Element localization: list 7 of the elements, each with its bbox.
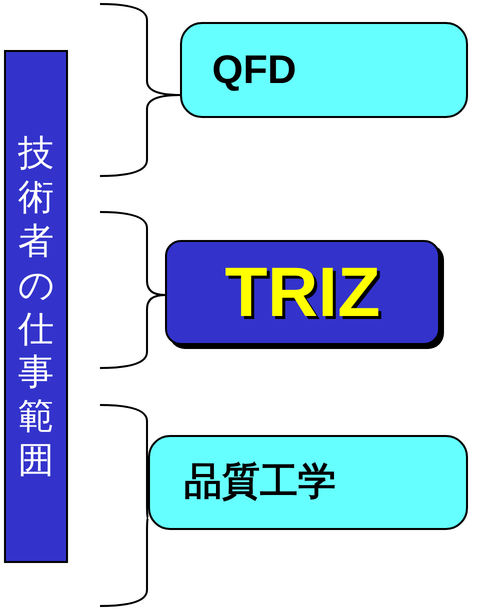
rounded-box xyxy=(148,435,468,530)
node-label: TRIZ xyxy=(224,252,380,333)
rounded-box xyxy=(180,22,468,118)
node-label: QFD xyxy=(212,47,296,94)
node-label: 技術者の仕事範囲 xyxy=(18,130,54,482)
node-label: 品質工学 xyxy=(184,460,336,505)
vertical-bar xyxy=(4,50,68,563)
